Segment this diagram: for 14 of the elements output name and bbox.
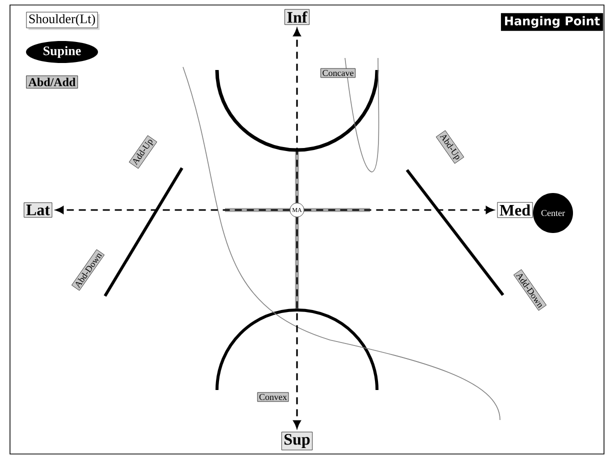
direction-box: Lat: [24, 202, 52, 218]
hanging-point-box: Hanging Point: [500, 13, 604, 31]
curve-label-box: Concave: [320, 68, 356, 78]
position-oval: Supine: [26, 41, 98, 63]
dashed-arrow: [304, 206, 494, 214]
curve-label-box: Convex: [257, 392, 289, 402]
motion-box: Abd/Add: [26, 76, 78, 88]
dashed-arrow: [293, 28, 301, 203]
direction-box: Sup: [281, 432, 313, 450]
direction-box: Med: [497, 202, 533, 218]
dashed-arrow: [293, 217, 301, 428]
dashed-arrow: [56, 206, 290, 214]
direction-box: Inf: [284, 9, 310, 25]
title-box: Shoulder(Lt): [26, 12, 100, 30]
